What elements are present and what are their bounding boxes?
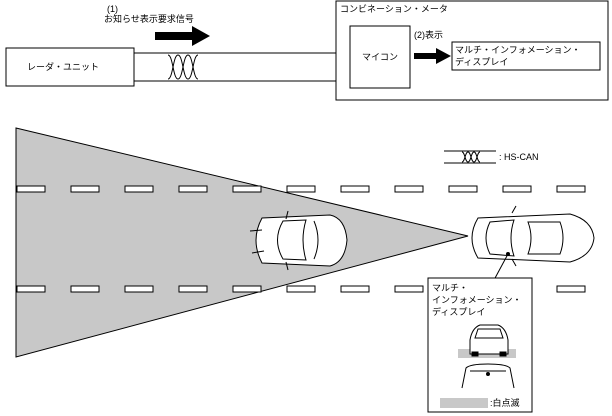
hs-can-legend-icon [444,150,496,164]
mid-box [451,41,601,71]
radar-detection-area [15,127,469,358]
hs-can-legend-label: : HS-CAN [499,152,539,162]
preceding-car-top-view-icon [249,210,348,271]
car-rear-view-icon [469,324,509,357]
callout-title-line3: ディスプレイ [432,307,486,317]
combination-meter-label: コンビネーション・メータ [340,4,448,14]
radar-unit-label: レーダ・ユニット [27,62,100,72]
radar-unit-box [5,47,135,87]
callout-title-line1: マルチ・ [432,283,469,293]
callout-title-line2: インフォメーション・ [432,295,522,305]
microcomputer-label: マイコン [362,52,399,62]
display-label: (2)表示 [414,30,443,40]
blink-legend-swatch [440,398,488,408]
signal-label-number: (1) [107,4,118,14]
twisted-pair-icon [167,54,199,80]
arrow-right-icon [155,26,210,46]
display-arrow-icon [414,48,451,64]
mid-label-line1: マルチ・インフォメーション・ [455,45,581,55]
own-car-rear-view-icon [461,363,515,389]
mid-label-line2: ディスプレイ [455,57,509,67]
microcomputer-box [349,25,411,89]
blink-legend-label: :白点滅 [490,398,520,408]
lane-marking-lower [16,285,586,293]
own-car-top-view-icon [471,205,595,267]
signal-label: お知らせ表示要求信号 [104,14,194,24]
callout-leader [493,253,509,281]
lane-marking-upper [16,185,586,193]
